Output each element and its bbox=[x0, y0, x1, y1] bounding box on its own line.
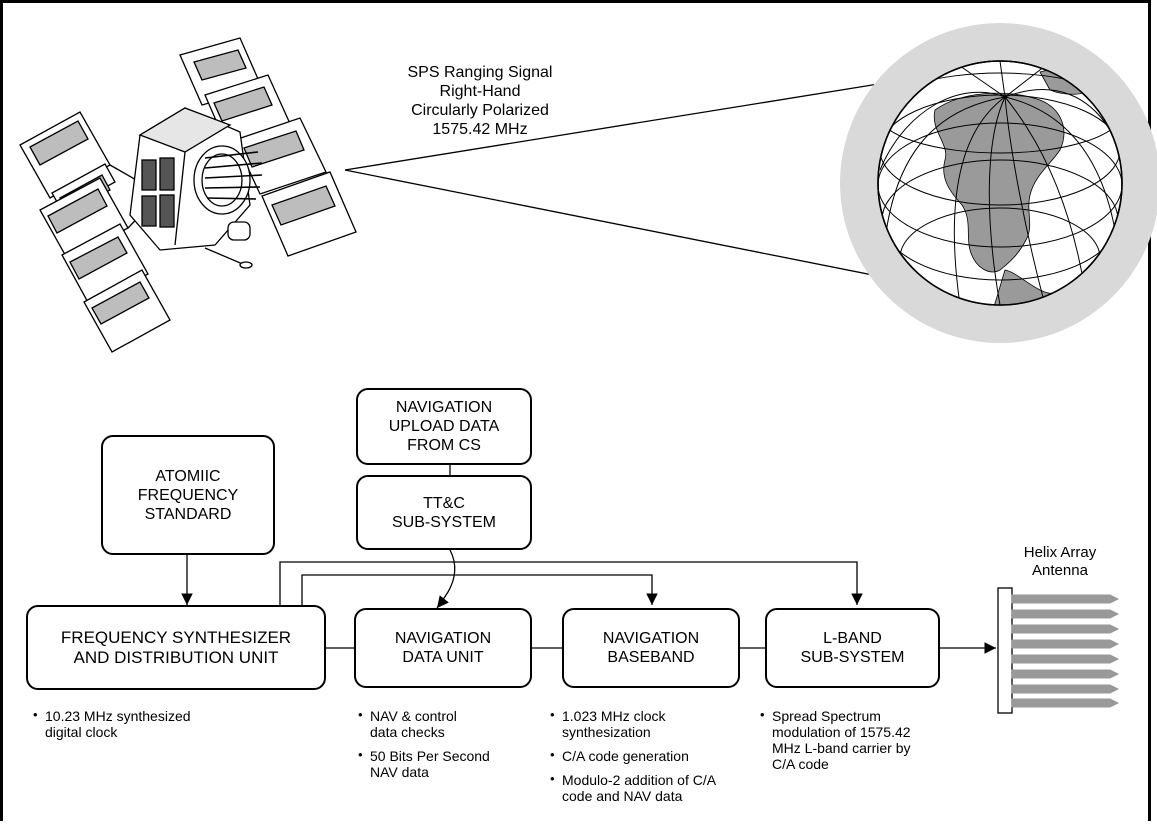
lband-notes: • Spread Spectrum modulation of 1575.42 … bbox=[760, 707, 911, 780]
bus-to-lband bbox=[279, 561, 863, 605]
note-line: 50 Bits Per Second bbox=[370, 748, 490, 764]
note-item: • C/A code generation bbox=[550, 747, 716, 764]
earth-globe-icon bbox=[840, 23, 1157, 343]
solar-panel-left bbox=[19, 111, 171, 353]
navdata-notes: • NAV & control data checks • 50 Bits Pe… bbox=[358, 707, 490, 788]
note-item: • Modulo-2 addition of C/A code and NAV … bbox=[550, 771, 717, 804]
note-line: NAV & control bbox=[370, 708, 457, 724]
note-line: modulation of 1575.42 bbox=[772, 724, 911, 740]
note-item: • 10.23 MHz synthesized digital clock bbox=[33, 707, 191, 740]
box-label-line: FREQUENCY bbox=[137, 486, 239, 504]
atomic-frequency-standard-box: ATOMIIC FREQUENCY STANDARD bbox=[101, 435, 275, 555]
signal-label-line: Circularly Polarized bbox=[411, 102, 549, 119]
navigation-upload-box: NAVIGATION UPLOAD DATA FROM CS bbox=[356, 388, 532, 465]
signal-label-line: 1575.42 MHz bbox=[432, 121, 528, 138]
box-label-line: BASEBAND bbox=[607, 649, 695, 666]
box-label-line: SUB-SYSTEM bbox=[391, 513, 496, 531]
synth-notes: • 10.23 MHz synthesized digital clock bbox=[33, 707, 191, 748]
note-line: Spread Spectrum bbox=[772, 708, 881, 724]
arrow-ttc-to-navdata bbox=[436, 549, 456, 609]
antenna-label: Helix Array Antenna bbox=[1000, 544, 1120, 580]
connections bbox=[181, 465, 996, 654]
navigation-baseband-box: NAVIGATION BASEBAND bbox=[562, 608, 740, 688]
box-label-line: NAVIGATION bbox=[394, 630, 492, 647]
bus-to-baseband bbox=[301, 574, 658, 605]
note-line: C/A code bbox=[772, 756, 829, 772]
box-label-line: DATA UNIT bbox=[402, 649, 484, 666]
note-line: 1.023 MHz clock bbox=[562, 708, 666, 724]
signal-label: SPS Ranging Signal Right-Hand Circularly… bbox=[380, 63, 580, 139]
note-item: • 50 Bits Per Second NAV data bbox=[358, 747, 490, 780]
bullet-icon: • bbox=[760, 707, 765, 722]
signal-label-line: Right-Hand bbox=[439, 83, 521, 100]
helix-array-antenna-icon bbox=[997, 587, 1120, 714]
note-line: code and NAV data bbox=[562, 788, 683, 804]
note-item: • 1.023 MHz clock synthesization bbox=[550, 707, 716, 740]
box-label-line: L-BAND bbox=[823, 630, 882, 647]
box-label-line: SUB-SYSTEM bbox=[800, 649, 905, 666]
ttc-subsystem-box: TT&C SUB-SYSTEM bbox=[356, 475, 532, 550]
signal-label-line: SPS Ranging Signal bbox=[407, 64, 553, 81]
lband-subsystem-box: L-BAND SUB-SYSTEM bbox=[765, 608, 940, 688]
antenna-label-line: Helix Array bbox=[1023, 544, 1097, 561]
box-label-line: FROM CS bbox=[407, 437, 481, 454]
box-label-line: NAVIGATION bbox=[602, 630, 700, 647]
note-line: digital clock bbox=[45, 724, 118, 740]
box-label-line: UPLOAD DATA bbox=[388, 418, 500, 435]
antenna-label-line: Antenna bbox=[1032, 562, 1088, 579]
bullet-icon: • bbox=[550, 771, 555, 786]
note-line: 10.23 MHz synthesized bbox=[45, 708, 191, 724]
box-label-line: AND DISTRIBUTION UNIT bbox=[73, 647, 279, 667]
bullet-icon: • bbox=[550, 707, 555, 722]
box-label-line: TT&C bbox=[423, 494, 465, 512]
box-label-line: NAVIGATION bbox=[395, 399, 493, 416]
satellite-body bbox=[129, 107, 263, 269]
north-america-landmass bbox=[933, 92, 1065, 273]
note-line: data checks bbox=[370, 724, 445, 740]
frequency-synthesizer-box: FREQUENCY SYNTHESIZER AND DISTRIBUTION U… bbox=[26, 605, 326, 690]
box-label-line: FREQUENCY SYNTHESIZER bbox=[60, 627, 292, 647]
bullet-icon: • bbox=[550, 747, 555, 762]
note-line: synthesization bbox=[562, 724, 651, 740]
note-item: • Spread Spectrum modulation of 1575.42 … bbox=[760, 707, 911, 772]
note-line: C/A code generation bbox=[562, 748, 689, 764]
note-item: • NAV & control data checks bbox=[358, 707, 490, 740]
bullet-icon: • bbox=[358, 747, 363, 762]
gps-satellite-icon bbox=[19, 37, 357, 353]
box-label-line: ATOMIIC bbox=[155, 467, 221, 485]
navigation-data-unit-box: NAVIGATION DATA UNIT bbox=[354, 608, 532, 688]
baseband-notes: • 1.023 MHz clock synthesization • C/A c… bbox=[550, 707, 717, 812]
box-label-line: STANDARD bbox=[144, 505, 232, 523]
solar-panel-right bbox=[179, 37, 357, 257]
note-line: NAV data bbox=[370, 764, 429, 780]
note-line: Modulo-2 addition of C/A bbox=[562, 772, 717, 788]
note-line: MHz L-band carrier by bbox=[772, 740, 911, 756]
bullet-icon: • bbox=[33, 707, 38, 722]
bullet-icon: • bbox=[358, 707, 363, 722]
